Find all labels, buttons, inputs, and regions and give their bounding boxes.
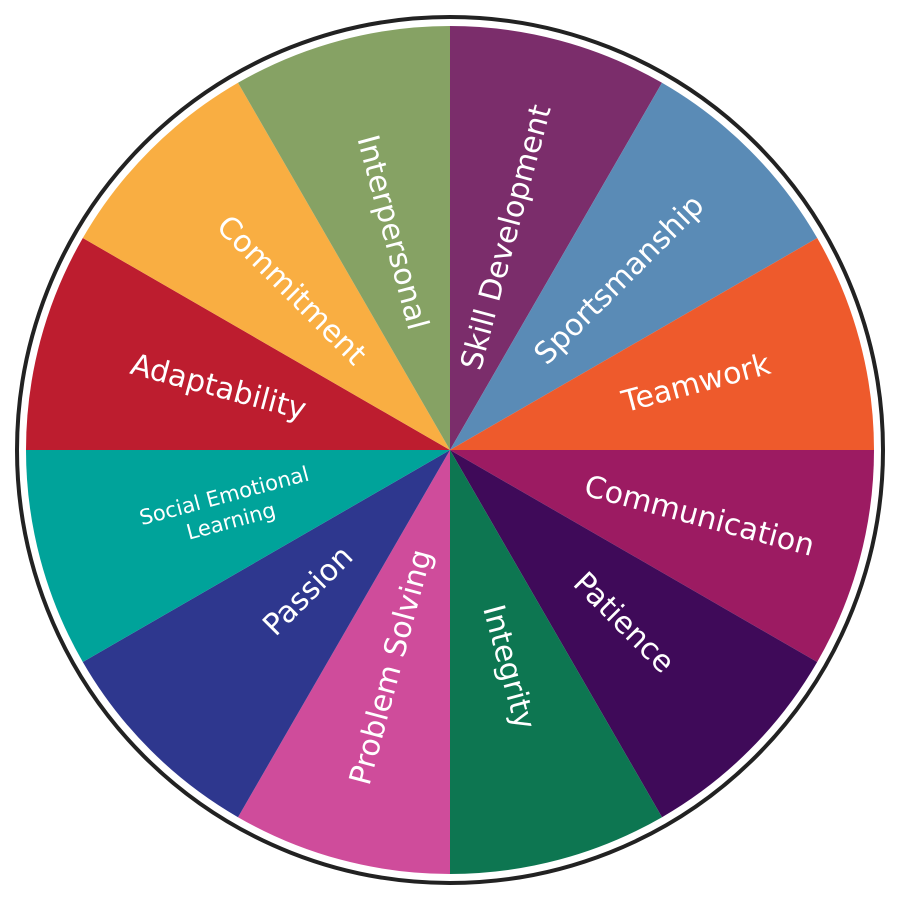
segment-skill-development: [450, 26, 662, 450]
segment-interpersonal: [238, 26, 450, 450]
segment-passion: [82, 450, 450, 818]
segment-adaptability: [26, 238, 450, 450]
segment-communication: [450, 450, 874, 662]
segment-commitment: [82, 82, 450, 450]
segment-problem-solving: [238, 450, 450, 874]
segment-integrity: [450, 450, 662, 874]
segment-sportsmanship: [450, 82, 818, 450]
segment-teamwork: [450, 238, 874, 450]
segment-social-emotional-learning: [26, 450, 450, 662]
wheel-segments: [26, 26, 874, 874]
segment-patience: [450, 450, 818, 818]
